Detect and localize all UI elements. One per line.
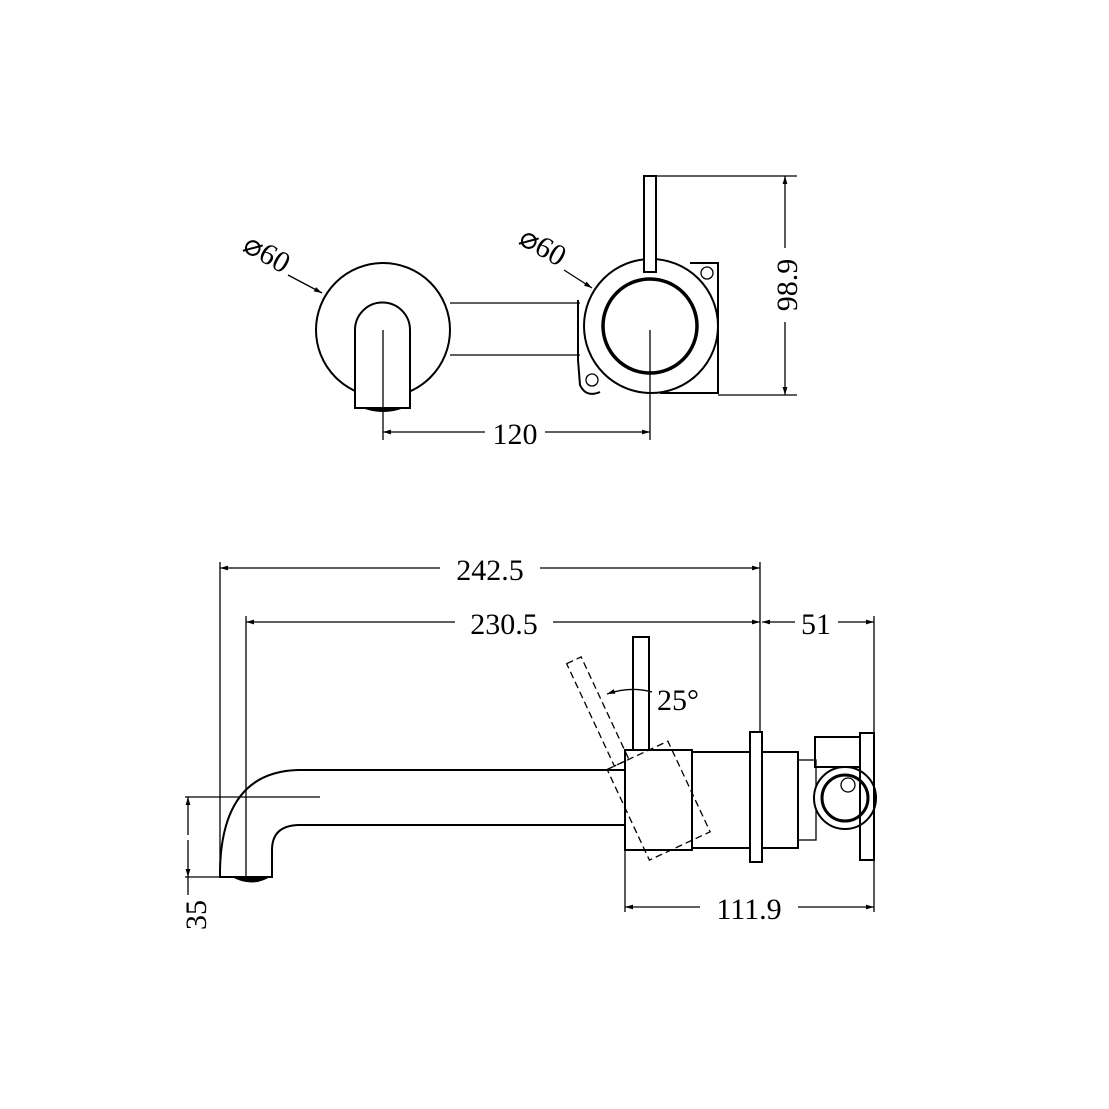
wall-flange [749,731,763,863]
bracket-hole [700,266,714,280]
leader-arrow [563,269,593,289]
spout-profile [219,769,625,878]
mixer-sleeve [691,751,751,849]
mixer-lever [632,636,650,751]
spout-outlet [232,877,270,883]
valve-port-hole [840,777,856,793]
dimension-label-111-9: 111.9 [716,893,781,926]
dimension-label-242-5: 242.5 [456,554,524,587]
valve-box [814,736,861,768]
dimension-label-angle: 25° [657,684,699,717]
dimension-label-98-9: 98.9 [771,259,804,312]
top-view: 120 98.9 ⌀60 ⌀60 [238,175,804,451]
dimension-label-35: 35 [180,900,213,930]
angle-arrow [606,688,653,695]
dimension-label-230-5: 230.5 [470,608,538,641]
dimension-label-diameter: ⌀60 [514,220,572,273]
dimension-label-diameter: ⌀60 [238,227,296,280]
leader-arrow [287,274,323,294]
lever-rotated-position [565,656,711,861]
bracket-hole [585,373,599,387]
mixer-lever [643,175,657,273]
dimension-label-51: 51 [801,608,831,641]
valve-collar [761,751,799,849]
valve-port-inner [820,773,870,823]
mixer-handle-body [624,749,693,851]
side-view: 25° 242.5 230.5 51 111.9 [180,554,877,930]
dimension-label-120: 120 [493,418,538,451]
